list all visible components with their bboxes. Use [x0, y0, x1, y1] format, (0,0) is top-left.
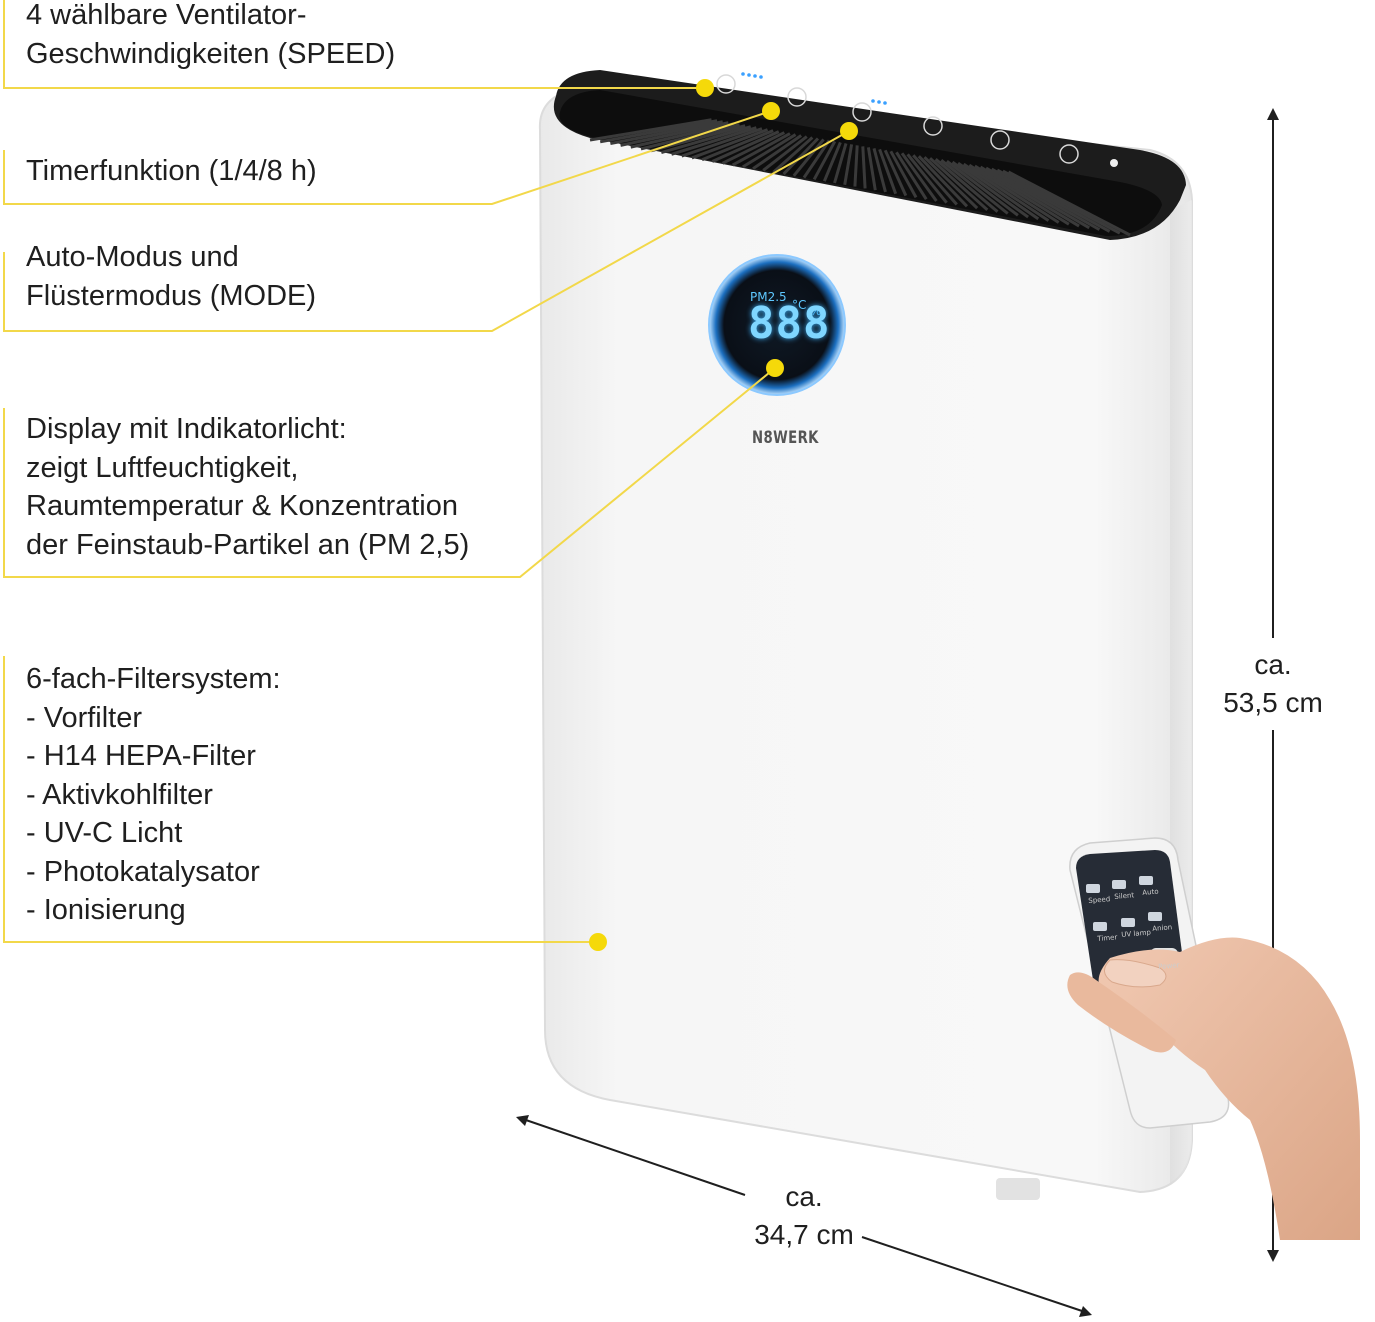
- callout-filter-line-7: - Ionisierung: [26, 894, 186, 926]
- height-dimension-line-1: ca.: [1254, 649, 1292, 680]
- width-dimension-label: ca. 34,7 cm: [745, 1178, 863, 1254]
- callout-display-line-4: der Feinstaub-Partikel an (PM 2,5): [26, 528, 470, 561]
- height-dimension-label: ca. 53,5 cm: [1215, 646, 1331, 722]
- width-dimension-line-2: 34,7 cm: [754, 1219, 854, 1250]
- callout-mode-line-2: Flüstermodus (MODE): [26, 279, 317, 312]
- callout-mode-line-1: Auto-Modus und: [26, 241, 239, 273]
- remote-auto-label: Auto: [1142, 887, 1159, 897]
- width-dimension-line-left: [519, 1117, 746, 1196]
- callout-timer-line-1: Timerfunktion (1/4/8 h): [26, 155, 317, 187]
- callout-speed: 4 wählbare Ventilator- Geschwindigkeiten…: [26, 0, 395, 73]
- callout-filter: 6-fach-Filtersystem: - Vorfilter - H14 H…: [26, 660, 281, 930]
- callout-display: Display mit Indikatorlicht: zeigt Luftfe…: [26, 410, 469, 564]
- hand: [1067, 937, 1360, 1240]
- temperature-unit: °C: [792, 298, 807, 312]
- callout-display-line-3: Raumtemperatur & Konzentration: [26, 490, 458, 522]
- callout-speed-line-1: 4 wählbare Ventilator-: [26, 0, 307, 31]
- callout-filter-line-5: - UV-C Licht: [26, 817, 183, 849]
- width-dimension-line-right: [861, 1236, 1089, 1314]
- remote-silent-label: Silent: [1114, 891, 1135, 901]
- brand-logo: N8WERK: [752, 428, 819, 448]
- timer-callout-dot: [762, 102, 780, 120]
- filter-callout-dot: [589, 933, 607, 951]
- top-grille-panel: [553, 70, 1186, 240]
- callout-display-line-2: zeigt Luftfeuchtigkeit,: [26, 451, 299, 484]
- display-digits: 888: [748, 298, 831, 349]
- callout-filter-line-6: - Photokatalysator: [26, 855, 260, 888]
- width-dimension-line-1: ca.: [785, 1181, 823, 1212]
- mode-callout-dot: [840, 122, 858, 140]
- callout-mode: Auto-Modus und Flüstermodus (MODE): [26, 238, 316, 315]
- pm-label: PM2.5: [750, 290, 787, 304]
- callout-filter-line-1: 6-fach-Filtersystem:: [26, 663, 281, 695]
- callout-filter-line-2: - Vorfilter: [26, 701, 143, 734]
- callout-filter-line-3: - H14 HEPA-Filter: [26, 740, 256, 772]
- display-callout-dot: [766, 359, 784, 377]
- remote-anion-label: Anion: [1152, 923, 1173, 933]
- callout-timer: Timerfunktion (1/4/8 h): [26, 152, 317, 191]
- humidity-unit: %: [810, 304, 822, 318]
- air-quality-display: PM2.5 °C % 888: [712, 258, 842, 392]
- callout-dots: [589, 79, 858, 951]
- air-purifier-body: [538, 88, 1193, 1194]
- callout-display-line-1: Display mit Indikatorlicht:: [26, 413, 347, 445]
- callout-speed-line-2: Geschwindigkeiten (SPEED): [26, 37, 396, 70]
- display-ring: [708, 254, 846, 396]
- speed-callout-dot: [696, 79, 714, 97]
- callout-filter-line-4: - Aktivkohlfilter: [26, 778, 213, 811]
- callout-leader-lines: [3, 0, 850, 943]
- height-dimension-line-2: 53,5 cm: [1223, 687, 1323, 718]
